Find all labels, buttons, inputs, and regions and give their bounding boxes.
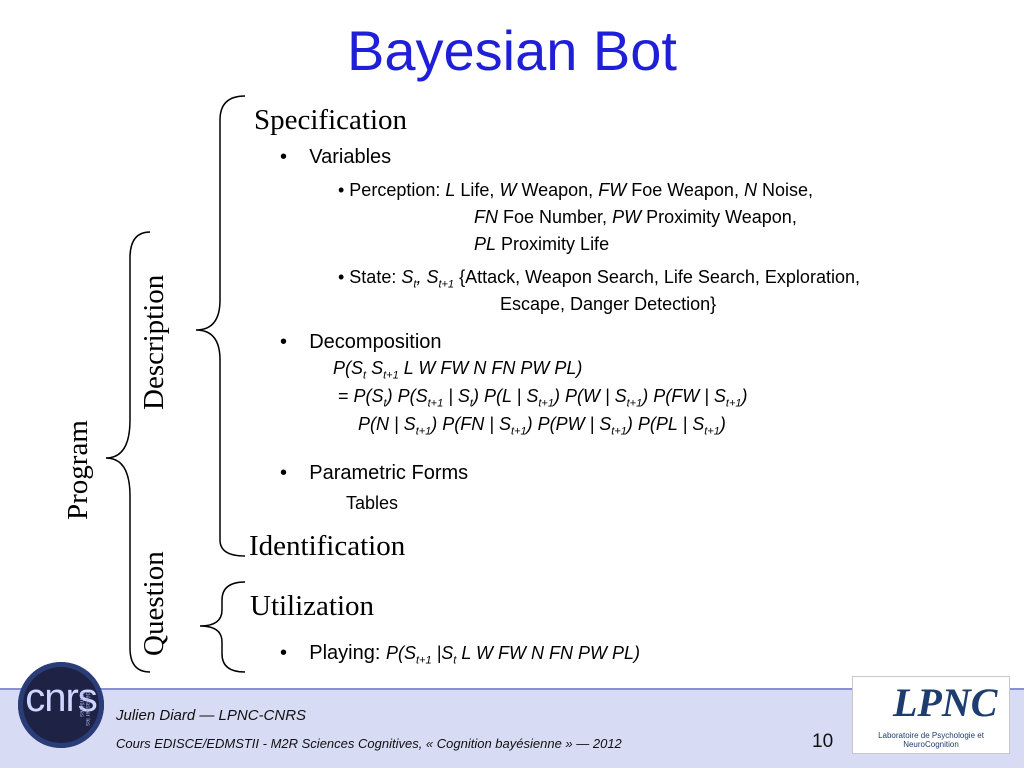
lpnc-logo: LPNC Laboratoire de Psychologie et Neuro… <box>852 676 1010 754</box>
description-label: Description <box>138 274 170 410</box>
footer-rule <box>0 688 1024 691</box>
question-brace <box>199 581 246 673</box>
var-name: Life, <box>460 180 495 200</box>
playing-label: Playing: <box>309 642 381 664</box>
state-symbols: St, St+1 <box>401 267 455 291</box>
cnrs-logo-tagline: dépasser les frontières <box>78 692 90 727</box>
state-label: • State: <box>338 267 397 287</box>
parametric-bullet: • Parametric Forms <box>280 462 469 484</box>
perception-line-2: FN Foe Number, PW Proximity Weapon, <box>474 207 797 228</box>
decomposition-line-1: = P(St) P(St+1 | St) P(L | St+1) P(W | S… <box>338 386 748 410</box>
variables-label: Variables <box>309 146 392 168</box>
var-symbol: PW <box>612 207 642 227</box>
decomposition-line-2: P(N | St+1) P(FN | St+1) P(PW | St+1) P(… <box>358 414 726 438</box>
var-symbol: FN <box>474 207 498 227</box>
program-label: Program <box>62 420 94 520</box>
perception-label: • Perception: <box>338 180 441 200</box>
footer-author: Julien Diard — LPNC-CNRS <box>116 707 307 724</box>
description-brace <box>195 95 246 557</box>
var-symbol: W <box>499 180 517 200</box>
var-symbol: FW <box>598 180 627 200</box>
variables-bullet: • Variables <box>280 146 392 168</box>
perception-line-1: • Perception: L Life, W Weapon, FW Foe W… <box>338 180 813 201</box>
identification-heading: Identification <box>249 530 406 562</box>
page-number: 10 <box>812 731 834 752</box>
var-symbol: L <box>445 180 456 200</box>
cnrs-logo-text: cnrs <box>25 676 98 720</box>
playing-formula: P(St+1 |St L W FW N FN PW PL) <box>385 643 640 667</box>
slide-title: Bayesian Bot <box>347 19 677 82</box>
decomposition-label: Decomposition <box>309 331 442 353</box>
decomposition-bullet: • Decomposition <box>280 331 442 353</box>
playing-bullet: • Playing: P(St+1 |St L W FW N FN PW PL) <box>280 642 640 667</box>
var-symbol: PL <box>474 234 497 254</box>
lpnc-logo-text: LPNC <box>893 680 998 725</box>
state-line-2: Escape, Danger Detection} <box>500 294 717 314</box>
parametric-label: Parametric Forms <box>309 462 469 484</box>
var-name: Weapon, <box>521 180 594 200</box>
var-name: Foe Number, <box>503 207 608 227</box>
var-symbol: N <box>743 180 757 200</box>
var-name: Proximity Weapon, <box>646 207 797 227</box>
lpnc-logo-caption: Laboratoire de Psychologie et NeuroCogni… <box>878 731 984 749</box>
state-line-1: • State: St, St+1 {Attack, Weapon Search… <box>338 267 860 291</box>
parametric-value: Tables <box>346 493 399 513</box>
joint-distribution: P(St St+1 L W FW N FN PW PL) <box>333 358 583 382</box>
cnrs-logo: cnrs dépasser les frontières <box>18 662 104 748</box>
footer-course: Cours EDISCE/EDMSTII - M2R Sciences Cogn… <box>116 736 622 751</box>
perception-line-3: PL Proximity Life <box>474 234 609 255</box>
state-values: {Attack, Weapon Search, Life Search, Exp… <box>459 267 860 287</box>
utilization-heading: Utilization <box>250 590 375 622</box>
specification-heading: Specification <box>254 104 408 136</box>
program-brace <box>105 231 151 673</box>
question-label: Question <box>138 551 170 656</box>
var-name: Foe Weapon, <box>631 180 739 200</box>
var-name: Noise, <box>761 180 814 200</box>
var-name: Proximity Life <box>501 234 610 254</box>
